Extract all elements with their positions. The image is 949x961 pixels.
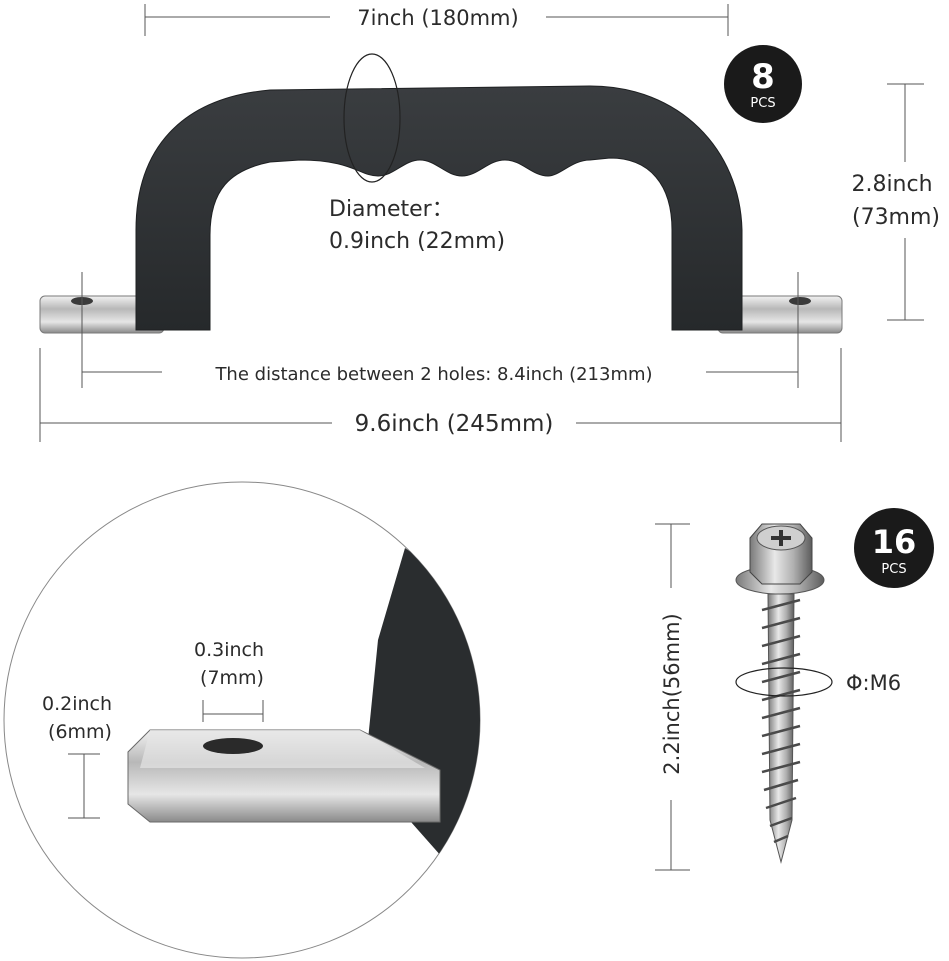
- svg-text:16: 16: [872, 523, 917, 561]
- screw-length-label: 2.2inch(56mm): [660, 613, 684, 774]
- hole-distance-dimension: [81, 272, 799, 388]
- height-dimension: [887, 83, 924, 321]
- thickness-label-mm: (6mm): [48, 721, 112, 743]
- right-mounting-plate: [717, 295, 843, 334]
- total-length-dimension: [39, 348, 842, 442]
- hole-width-label-inch: 0.3inch: [194, 639, 264, 661]
- height-label-inch: 2.8inch: [851, 172, 932, 197]
- handle-leg-icon: [365, 548, 480, 900]
- height-label-mm: (73mm): [852, 205, 940, 230]
- thickness-label-inch: 0.2inch: [42, 693, 112, 715]
- hole-width-dimension: [202, 700, 264, 722]
- svg-text:8: 8: [751, 57, 775, 97]
- hole-width-label-mm: (7mm): [200, 667, 264, 689]
- detail-closeup: [127, 548, 480, 900]
- quantity-badge-handles: 8 PCS: [724, 45, 802, 123]
- total-length-label: 9.6inch (245mm): [355, 411, 554, 437]
- quantity-badge-screws: 16 PCS: [854, 508, 934, 588]
- thread-diameter-marker: [735, 667, 833, 697]
- handle-grip-icon: [135, 85, 743, 331]
- thread-diameter-label: Φ:M6: [846, 671, 901, 695]
- plate-hole-icon: [203, 738, 263, 754]
- diameter-value: 0.9inch (22mm): [329, 229, 505, 254]
- svg-text:PCS: PCS: [881, 562, 906, 577]
- top-width-label: 7inch (180mm): [357, 6, 518, 30]
- diameter-marker: [343, 53, 401, 183]
- hole-distance-label: The distance between 2 holes: 8.4inch (2…: [214, 364, 652, 385]
- screw-icon: [735, 523, 825, 864]
- svg-text:PCS: PCS: [750, 96, 775, 111]
- diameter-label: Diameter：: [329, 197, 454, 222]
- thickness-dimension: [68, 753, 100, 819]
- screw-length-dimension: [655, 523, 690, 871]
- mounting-hole-icon: [789, 297, 811, 305]
- top-width-dimension: [144, 4, 729, 36]
